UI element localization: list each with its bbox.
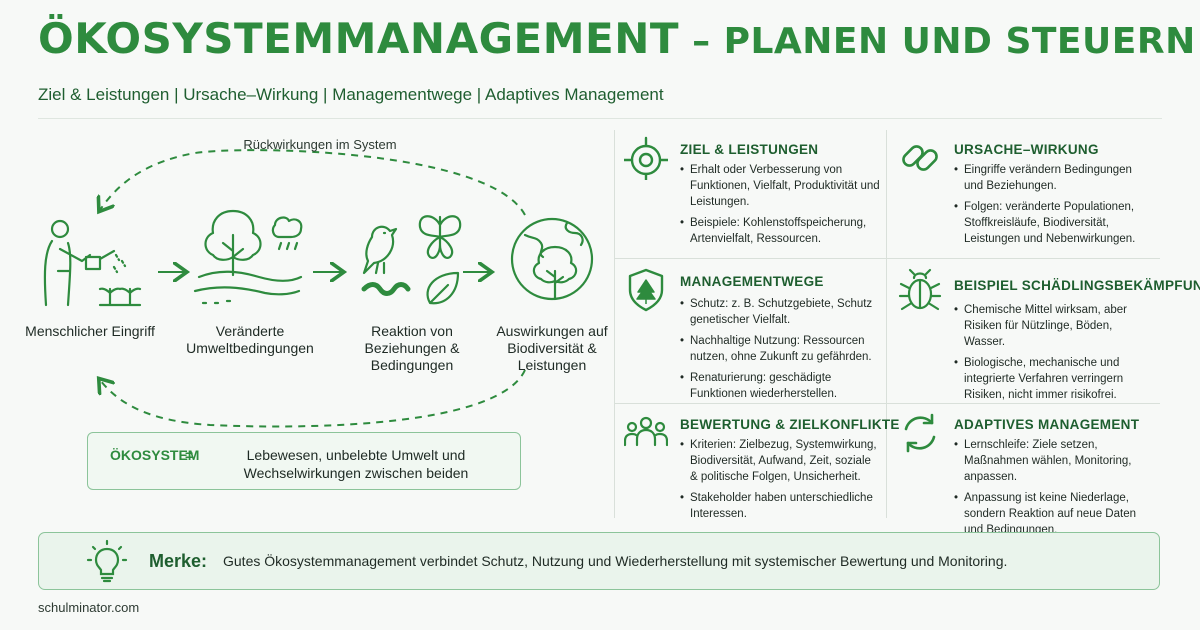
feedback-label: Rückwirkungen im System (243, 137, 397, 152)
people-group-icon (624, 416, 668, 447)
title-main: ÖKOSYSTEMMANAGEMENT (38, 14, 680, 63)
panel-assessment: BEWERTUNG & ZIELKONFLIKTE Kriterien: Zie… (624, 411, 899, 521)
takeaway-label: Merke: (149, 551, 208, 571)
flow-arrows (20, 149, 526, 428)
list-item: Folgen: veränderte Populationen, Stoffkr… (954, 199, 1154, 247)
stage-impact: Auswirkungen auf Biodiversität & Leistun… (482, 207, 622, 374)
panel-adaptive: ADAPTIVES MANAGEMENT Lernschleife: Ziele… (898, 411, 1160, 536)
list-item: Kriterien: Zielbezug, Systemwirkung, Bio… (680, 437, 880, 485)
feedback-arrow-top (100, 149, 526, 216)
grid-divider (886, 130, 887, 518)
list-item: Schutz: z. B. Schutzgebiete, Schutz gene… (680, 296, 880, 328)
stage-human-intervention: Menschlicher Eingriff (20, 215, 160, 340)
definition-text: Lebewesen, unbelebte Umwelt und Wechselw… (243, 447, 469, 481)
panel-goals: ZIEL & LEISTUNGEN Erhalt oder Verbesseru… (624, 136, 880, 254)
chain-link-icon (902, 145, 938, 171)
beetle-icon (898, 268, 942, 311)
takeaway-text: Gutes Ökosystemmanagement verbindet Schu… (223, 553, 1008, 569)
globe-tree-icon (510, 217, 594, 301)
list-item: Anpassung ist keine Niederlage, sondern … (954, 490, 1158, 538)
stage-label: Veränderte Umweltbedingungen (186, 323, 314, 356)
list-item: Lernschleife: Ziele setzen, Maßnahmen wä… (954, 437, 1158, 485)
target-icon (624, 136, 668, 180)
grid-divider (614, 130, 615, 518)
list-item: Renaturierung: geschädigte Funktionen wi… (680, 370, 880, 402)
panel-cause-effect: URSACHE–WIRKUNG Eingriffe verändern Bedi… (898, 136, 1158, 254)
list-item: Beispiele: Kohlenstoffspeicherung, Arten… (680, 215, 880, 247)
page-subtitle: Ziel & Leistungen | Ursache–Wirkung | Ma… (38, 85, 664, 104)
panel-list: Schutz: z. B. Schutzgebiete, Schutz gene… (680, 296, 880, 407)
feedback-arrow-bottom (100, 369, 526, 428)
panel-management-paths: MANAGEMENTWEGE Schutz: z. B. Schutzgebie… (624, 266, 880, 400)
definition-term: ÖKOSYSTEM (110, 447, 200, 463)
panel-title: BEISPIEL SCHÄDLINGSBEKÄMPFUNG (954, 278, 1200, 293)
list-item: Erhalt oder Verbesserung von Funktionen,… (680, 162, 880, 210)
panel-pest-control: BEISPIEL SCHÄDLINGSBEKÄMPFUNG Chemische … (898, 266, 1200, 401)
panel-title: ADAPTIVES MANAGEMENT (954, 417, 1140, 432)
panel-title: MANAGEMENTWEGE (680, 274, 824, 289)
tree-landscape-rain-icon (193, 209, 303, 305)
cycle-arrows-icon (904, 413, 936, 453)
definition-equals: = (185, 447, 194, 463)
bird-butterfly-worm-leaf-icon (361, 215, 462, 305)
page-title: ÖKOSYSTEMMANAGEMENT – PLANEN UND STEUERN (38, 14, 1196, 63)
list-item: Chemische Mittel wirksam, aber Risiken f… (954, 302, 1154, 350)
panel-list: Chemische Mittel wirksam, aber Risiken f… (954, 302, 1154, 408)
panel-title: ZIEL & LEISTUNGEN (680, 142, 819, 157)
stage-label: Auswirkungen auf Biodiversität & Leistun… (496, 323, 608, 373)
stage-changed-conditions: Veränderte Umweltbedingungen (180, 205, 320, 357)
panel-title: URSACHE–WIRKUNG (954, 142, 1099, 157)
panel-list: Lernschleife: Ziele setzen, Maßnahmen wä… (954, 437, 1158, 543)
person-watering-plants-icon (43, 219, 142, 307)
list-item: Nachhaltige Nutzung: Ressourcen nutzen, … (680, 333, 880, 365)
lightbulb-icon (86, 539, 128, 583)
panel-title: BEWERTUNG & ZIELKONFLIKTE (680, 417, 900, 432)
header-divider (38, 118, 1162, 119)
grid-divider (614, 403, 1160, 404)
panel-list: Eingriffe verändern Bedingungen und Bezi… (954, 162, 1154, 252)
stage-label: Reaktion von Beziehungen & Bedingungen (364, 323, 460, 373)
grid-divider (614, 258, 1160, 259)
source-footer: schulminator.com (38, 600, 140, 615)
ecosystem-definition-box: ÖKOSYSTEM = Lebewesen, unbelebte Umwelt … (87, 432, 521, 490)
key-takeaway-box: Merke: Gutes Ökosystemmanagement verbind… (38, 532, 1160, 590)
list-item: Stakeholder haben unterschiedliche Inter… (680, 490, 880, 522)
panel-list: Kriterien: Zielbezug, Systemwirkung, Bio… (680, 437, 880, 527)
list-item: Biologische, mechanische und integrierte… (954, 355, 1154, 403)
cause-effect-flow: Rückwirkungen im System Menschlicher Ein… (20, 125, 610, 525)
panel-list: Erhalt oder Verbesserung von Funktionen,… (680, 162, 880, 252)
shield-tree-icon (628, 268, 664, 312)
stage-reaction: Reaktion von Beziehungen & Bedingungen (342, 207, 482, 374)
title-sub: – PLANEN UND STEUERN (679, 21, 1196, 62)
stage-label: Menschlicher Eingriff (25, 323, 155, 339)
list-item: Eingriffe verändern Bedingungen und Bezi… (954, 162, 1154, 194)
